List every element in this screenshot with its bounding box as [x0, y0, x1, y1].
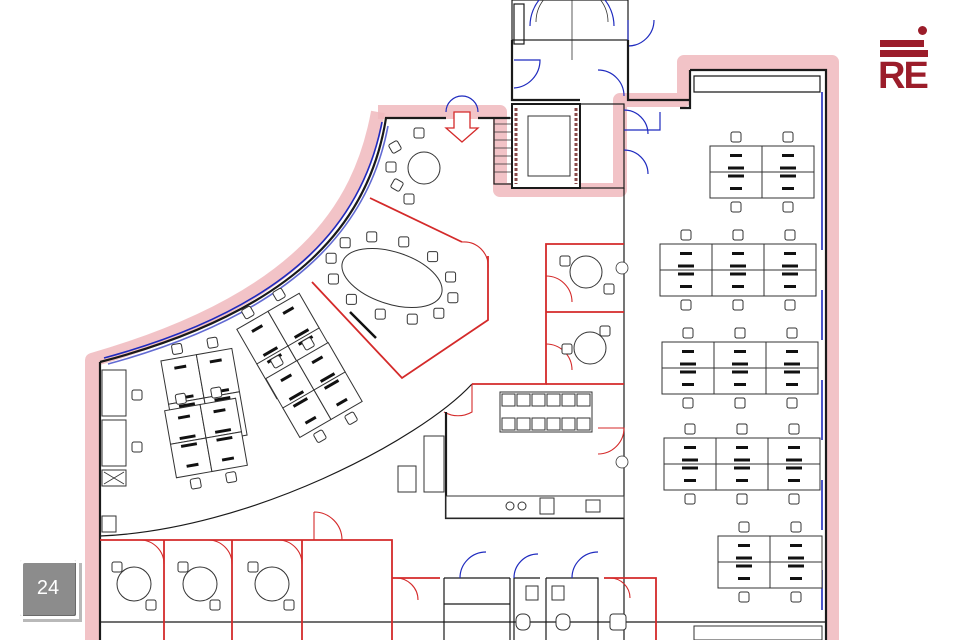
chair: [406, 313, 418, 325]
outer-walls: [98, 68, 828, 640]
phone-booth-1: [559, 255, 615, 295]
chair: [732, 299, 744, 311]
desk-cluster: [715, 423, 821, 505]
chair: [131, 441, 143, 453]
chair: [682, 327, 694, 339]
chair: [730, 131, 742, 143]
chair: [790, 591, 802, 603]
chair: [206, 336, 219, 349]
meeting-room: [311, 197, 489, 380]
chair: [684, 423, 696, 435]
chair: [732, 229, 744, 241]
chair: [682, 397, 694, 409]
bottom-rooms: [100, 511, 823, 640]
chair: [366, 231, 378, 243]
company-logo: RE: [872, 22, 936, 102]
chair: [327, 273, 339, 285]
chair: [345, 293, 357, 305]
chair: [501, 417, 516, 431]
desk-cluster: [713, 327, 819, 409]
open-plan-desks-east: [659, 131, 823, 603]
chair: [516, 417, 531, 431]
entrance-arrow-icon: [444, 95, 480, 143]
desk-cluster: [711, 229, 817, 311]
chair: [531, 393, 546, 407]
chair: [546, 393, 561, 407]
chair: [730, 201, 742, 213]
chair: [398, 236, 410, 248]
chair: [241, 305, 255, 320]
chair: [782, 201, 794, 213]
kitchen: [397, 391, 629, 520]
chair: [680, 299, 692, 311]
chair: [736, 493, 748, 505]
chair: [516, 393, 531, 407]
chair: [210, 386, 223, 399]
chair: [576, 417, 591, 431]
chair: [272, 287, 286, 302]
chair: [225, 471, 238, 484]
chair: [131, 389, 143, 401]
chair: [734, 397, 746, 409]
phone-booth-2: [561, 325, 611, 365]
chair: [736, 423, 748, 435]
desk-cluster: [265, 337, 363, 443]
chair: [684, 493, 696, 505]
chair: [445, 271, 457, 283]
chair: [734, 327, 746, 339]
chair: [790, 521, 802, 533]
chair: [788, 493, 800, 505]
chair: [788, 423, 800, 435]
chair: [301, 337, 315, 351]
chair: [447, 292, 459, 304]
chair: [174, 392, 187, 405]
page-number: 24: [36, 576, 60, 599]
desk-cluster: [709, 131, 815, 213]
chair: [531, 417, 546, 431]
chair: [270, 355, 284, 369]
chair: [433, 307, 445, 319]
chair: [786, 327, 798, 339]
chair: [344, 411, 358, 425]
windows: [103, 92, 823, 610]
chair: [427, 251, 439, 263]
chair: [782, 131, 794, 143]
chair: [546, 417, 561, 431]
boundary-highlight: [85, 55, 839, 640]
chair: [784, 299, 796, 311]
chair: [561, 393, 576, 407]
chair: [374, 308, 386, 320]
chair: [313, 429, 327, 443]
chair: [501, 393, 516, 407]
chair: [784, 229, 796, 241]
open-plan-desks-west: [160, 287, 363, 490]
chair: [786, 397, 798, 409]
page-number-badge: 24: [20, 560, 76, 616]
desk-cluster: [164, 386, 248, 490]
chair: [171, 342, 184, 355]
chair: [738, 591, 750, 603]
chair: [680, 229, 692, 241]
desk-cluster: [717, 521, 823, 603]
inner-corridor-walls: [99, 243, 629, 537]
chair: [561, 417, 576, 431]
chair: [576, 393, 591, 407]
storage-units: [101, 369, 143, 533]
logo-text: RE: [878, 55, 929, 97]
chair: [189, 477, 202, 490]
chair: [339, 237, 351, 249]
lounge-table: [385, 127, 441, 205]
chair: [738, 521, 750, 533]
chair: [325, 252, 337, 264]
